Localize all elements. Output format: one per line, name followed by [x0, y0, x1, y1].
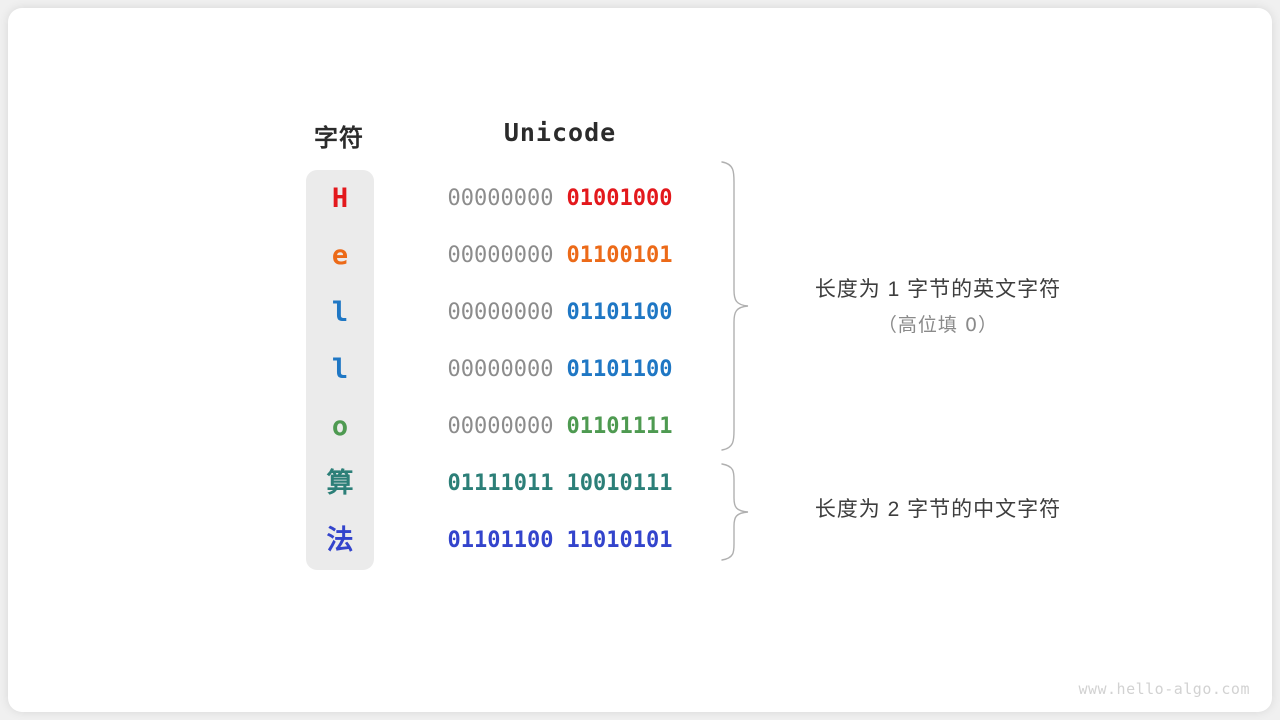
binary-pad-byte: 00000000	[447, 243, 554, 268]
binary-row: 01111011 10010111	[426, 455, 694, 512]
character-cell: 法	[326, 525, 354, 556]
unicode-encoding-diagram: 字符 Unicode H e l l o 算 法 00000000 0100100…	[8, 8, 1272, 712]
binary-pad-byte: 01111011	[447, 471, 554, 496]
binary-row: 00000000 01101111	[426, 398, 694, 455]
annotation-english-bytes: 长度为 1 字节的英文字符 （高位填 0）	[768, 272, 1108, 342]
group-brace-chinese	[721, 463, 749, 561]
column-header-character: 字符	[314, 125, 364, 152]
figure-card: 字符 Unicode H e l l o 算 法 00000000 0100100…	[8, 8, 1272, 712]
column-header-unicode: Unicode	[503, 118, 617, 147]
binary-significant-byte: 01001000	[566, 186, 673, 211]
binary-significant-byte: 11010101	[566, 528, 673, 553]
binary-pad-byte: 00000000	[447, 186, 554, 211]
annotation-chinese-main: 长度为 2 字节的中文字符	[814, 498, 1062, 521]
binary-significant-byte: 10010111	[566, 471, 673, 496]
binary-row: 00000000 01101100	[426, 341, 694, 398]
binary-pad-byte: 00000000	[447, 414, 554, 439]
character-cell: l	[331, 354, 349, 385]
group-brace-english	[721, 161, 749, 451]
character-cell: H	[331, 183, 349, 214]
binary-pad-byte: 00000000	[447, 357, 554, 382]
character-cell: o	[331, 411, 349, 442]
character-cell: e	[331, 240, 349, 271]
character-cell: 算	[326, 468, 354, 499]
binary-pad-byte: 01101100	[447, 528, 554, 553]
binary-row: 01101100 11010101	[426, 512, 694, 569]
binary-row: 00000000 01101100	[426, 284, 694, 341]
annotation-chinese-bytes: 长度为 2 字节的中文字符	[768, 492, 1108, 528]
binary-significant-byte: 01100101	[566, 243, 673, 268]
character-column-pill	[306, 170, 374, 570]
binary-significant-byte: 01101111	[566, 414, 673, 439]
watermark: www.hello-algo.com	[1078, 680, 1250, 698]
annotation-english-main: 长度为 1 字节的英文字符	[814, 278, 1062, 301]
binary-row: 00000000 01100101	[426, 227, 694, 284]
binary-pad-byte: 00000000	[447, 300, 554, 325]
character-cell: l	[331, 297, 349, 328]
binary-significant-byte: 01101100	[566, 300, 673, 325]
binary-row: 00000000 01001000	[426, 170, 694, 227]
binary-significant-byte: 01101100	[566, 357, 673, 382]
annotation-english-sub: （高位填 0）	[877, 314, 999, 336]
